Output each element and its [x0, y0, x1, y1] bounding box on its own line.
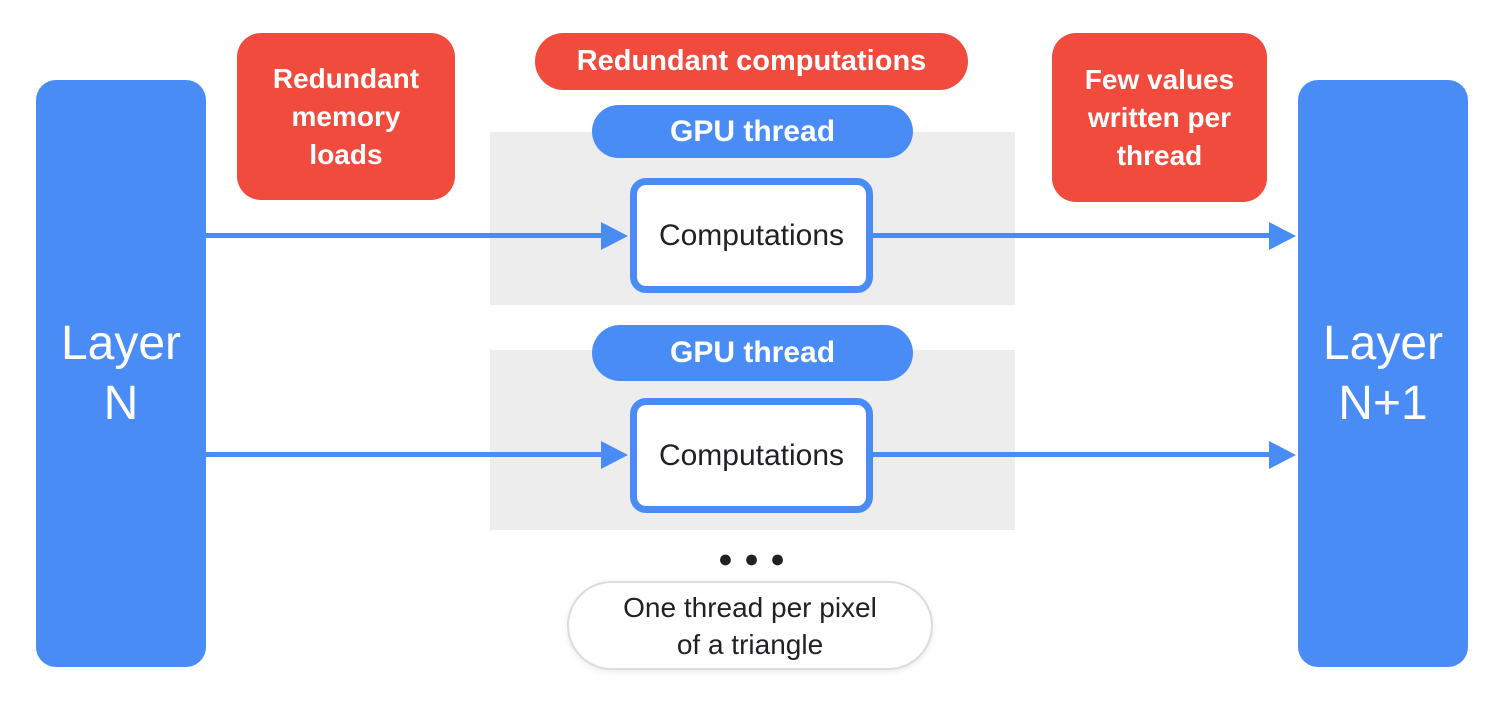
gpu-thread-pill-2: GPU thread: [592, 325, 913, 381]
computations-box-1-label: Computations: [658, 218, 845, 252]
callout-redundant-computations: Redundant computations: [535, 33, 968, 90]
arrow-line-row2-right: [873, 452, 1271, 457]
callout-few-values-written: Few values written per thread: [1052, 33, 1267, 202]
callout-redundant-memory-loads: Redundant memory loads: [237, 33, 455, 200]
gpu-thread-pill-1-label: GPU thread: [669, 114, 836, 148]
computations-box-1: Computations: [630, 178, 873, 293]
layer-n-plus-1-box: Layer N+1: [1298, 80, 1468, 667]
callout-redundant-memory-loads-label: Redundant memory loads: [272, 62, 420, 170]
arrowhead-row1-right-icon: [1269, 222, 1296, 250]
caption-label: One thread per pixel of a triangle: [623, 591, 877, 660]
computations-box-2: Computations: [630, 398, 873, 513]
arrowhead-row1-left-icon: [601, 222, 628, 250]
layer-n-label: Layer N: [60, 316, 182, 430]
callout-few-values-written-label: Few values written per thread: [1084, 63, 1235, 171]
arrow-line-row2-left: [206, 452, 604, 457]
arrow-line-row1-right: [873, 233, 1271, 238]
layer-n-plus-1-label: Layer N+1: [1322, 316, 1444, 430]
gpu-thread-pill-1: GPU thread: [592, 105, 913, 158]
caption-pill: One thread per pixel of a triangle: [567, 581, 933, 670]
ellipsis-dots-icon: ●●●: [717, 544, 797, 573]
arrowhead-row2-right-icon: [1269, 441, 1296, 469]
arrow-line-row1-left: [206, 233, 604, 238]
arrowhead-row2-left-icon: [601, 441, 628, 469]
computations-box-2-label: Computations: [658, 438, 845, 472]
gpu-thread-pill-2-label: GPU thread: [669, 336, 836, 369]
callout-redundant-computations-label: Redundant computations: [576, 45, 927, 77]
layer-n-box: Layer N: [36, 80, 206, 667]
